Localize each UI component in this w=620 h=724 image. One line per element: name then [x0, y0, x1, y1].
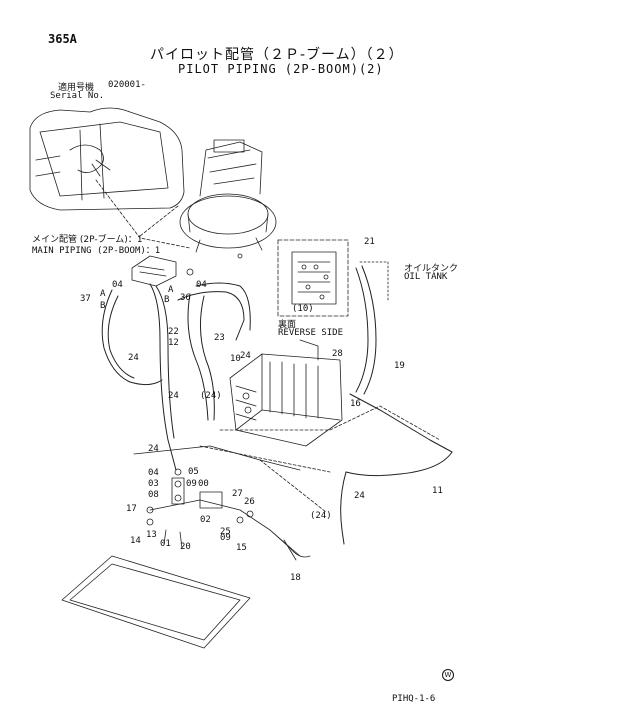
callout-24-ref: (24) [200, 391, 222, 401]
callout-22: 22 [168, 327, 179, 337]
callout-04: 04 [148, 468, 159, 478]
w-mark-icon: W [442, 669, 454, 681]
callout-A: A [168, 285, 174, 295]
swing-motor [179, 139, 277, 259]
title-english: PILOT PIPING (2P-BOOM)(2) [178, 62, 384, 76]
callout-08: 08 [148, 490, 159, 500]
callout-15: 15 [236, 543, 247, 553]
callout-17: 17 [126, 504, 137, 514]
main-piping-note-japanese: メイン配管 (2P-ブーム)：1 [32, 235, 143, 245]
callout-02: 02 [200, 515, 211, 525]
callout-26: 26 [244, 497, 255, 507]
callout-19: 19 [394, 361, 405, 371]
callout-16: 16 [350, 399, 361, 409]
callout-24: 24 [354, 491, 365, 501]
callout-B: B [164, 295, 169, 305]
title-japanese: パイロット配管（２Ｐ-ブーム）（２） [150, 47, 404, 63]
callout-00: 00 [198, 479, 209, 489]
footer-code: PIHQ-1-6 [392, 694, 436, 704]
callout-12: 12 [168, 338, 179, 348]
pilot-hoses [101, 265, 453, 545]
callout-04: 04 [112, 280, 123, 290]
callout-11: 11 [432, 486, 443, 496]
callout-37: 37 [80, 294, 91, 304]
callout-24: 24 [168, 391, 179, 401]
reverse-side-inset [277, 239, 349, 317]
callout-04: 04 [196, 280, 207, 290]
oil-tank-note-english: OIL TANK [404, 272, 448, 282]
serial-label-japanese: 適用号機 [58, 83, 95, 93]
callout-24: 24 [128, 353, 139, 363]
serial-value: 020001- [108, 80, 146, 90]
machine-outline [29, 107, 185, 211]
reverse-side-note-japanese: 裏面 [278, 320, 297, 330]
oil-tank-note-japanese: オイルタンク [404, 264, 459, 274]
callout-09: 09 [220, 533, 231, 543]
main-piping-note-english: MAIN PIPING (2P-BOOM)：1 [32, 246, 161, 256]
callout-23: 23 [214, 333, 225, 343]
callout-24-ref: (24) [310, 511, 332, 521]
callout-14: 14 [130, 536, 141, 546]
callout-24: 24 [240, 351, 251, 361]
callout-27: 27 [232, 489, 243, 499]
callout-B: B [100, 301, 105, 311]
callout-13: 13 [146, 530, 157, 540]
boundary-dashed [199, 405, 441, 513]
callout-36: 36 [180, 293, 191, 303]
callout-25: 25 [220, 527, 231, 537]
floor-plate [61, 555, 251, 649]
oil-tank-line [359, 261, 389, 301]
callout-18: 18 [290, 573, 301, 583]
callout-09: 09 [186, 479, 197, 489]
callouts: 21 04 04 37 A B A B 36 (10) 22 12 23 10 … [80, 237, 443, 583]
page-number: 365A [48, 32, 77, 46]
callout-05: 05 [188, 467, 199, 477]
callout-24: 24 [148, 444, 159, 454]
callout-01: 01 [160, 539, 171, 549]
callout-03: 03 [148, 479, 159, 489]
callout-20: 20 [180, 542, 191, 552]
serial-label-english: Serial No. [50, 91, 105, 101]
callout-28: 28 [332, 349, 343, 359]
callout-21: 21 [364, 237, 375, 247]
callout-10: (10) [292, 304, 314, 314]
pilot-valve-block [131, 255, 194, 287]
callout-A: A [100, 289, 106, 299]
reverse-side-note-english: REVERSE SIDE [278, 328, 344, 338]
leader-dashed [95, 179, 191, 249]
callout-10: 10 [230, 354, 241, 364]
